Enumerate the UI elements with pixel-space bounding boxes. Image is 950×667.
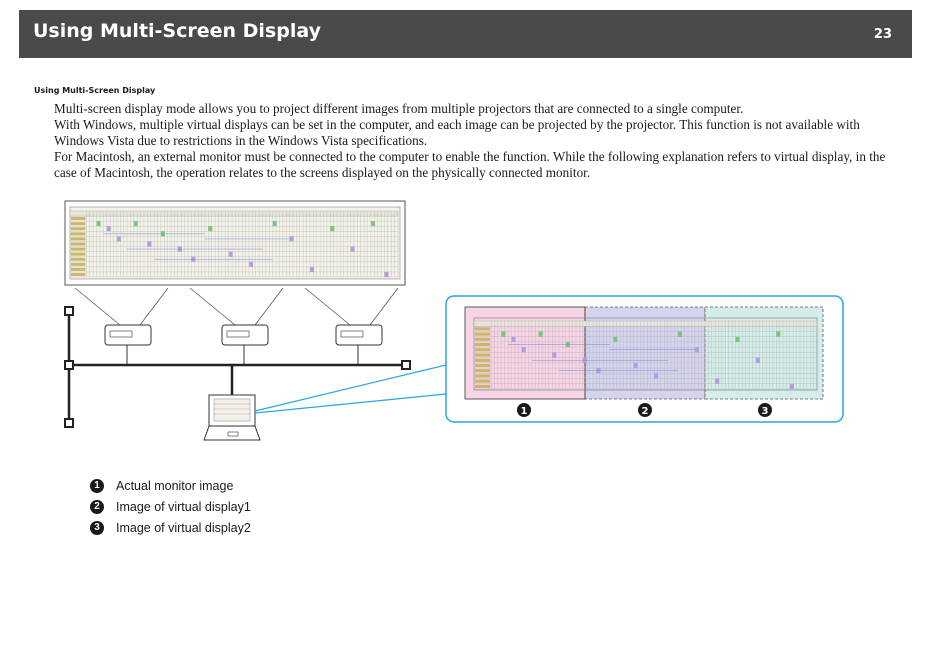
callout-box: 1 2 3 — [445, 295, 844, 423]
marker-1-label: 1 — [521, 406, 528, 417]
figure-legend: 1 Actual monitor image 2 Image of virtua… — [90, 475, 251, 538]
projection-screen — [64, 200, 406, 286]
projector-1 — [104, 324, 152, 365]
virtual-display-1-region — [584, 306, 706, 400]
marker-2-label: 2 — [642, 406, 649, 417]
legend-item-2: 2 Image of virtual display1 — [90, 496, 251, 517]
legend-item-3: 3 Image of virtual display2 — [90, 517, 251, 538]
page-header: Using Multi-Screen Display 23 — [19, 10, 912, 58]
legend-label: Image of virtual display1 — [116, 499, 251, 514]
marker-3: 3 — [758, 403, 772, 417]
legend-number: 2 — [90, 499, 104, 514]
paragraph-3: For Macintosh, an external monitor must … — [54, 149, 886, 180]
legend-item-1: 1 Actual monitor image — [90, 475, 251, 496]
marker-1: 1 — [517, 403, 531, 417]
network-endpoint — [64, 360, 74, 370]
virtual-display-2-region — [704, 306, 824, 400]
projector-3 — [335, 324, 383, 365]
marker-3-label: 3 — [762, 406, 769, 417]
legend-number: 3 — [90, 520, 104, 535]
laptop-computer — [203, 394, 261, 441]
callout-lines — [254, 364, 447, 414]
projector-2 — [221, 324, 269, 365]
body-text: Multi-screen display mode allows you to … — [54, 101, 899, 181]
page-title: Using Multi-Screen Display — [33, 20, 321, 42]
section-label: Using Multi-Screen Display — [34, 86, 156, 95]
paragraph-1: Multi-screen display mode allows you to … — [54, 101, 744, 116]
network-endpoint — [64, 306, 74, 316]
projection-beams — [74, 287, 399, 326]
legend-label: Actual monitor image — [116, 478, 234, 493]
legend-number: 1 — [90, 478, 104, 493]
paragraph-2: With Windows, multiple virtual displays … — [54, 117, 860, 148]
page-number: 23 — [873, 27, 892, 42]
network-endpoint — [64, 418, 74, 428]
marker-2: 2 — [638, 403, 652, 417]
network-endpoint — [401, 360, 411, 370]
legend-label: Image of virtual display2 — [116, 520, 251, 535]
